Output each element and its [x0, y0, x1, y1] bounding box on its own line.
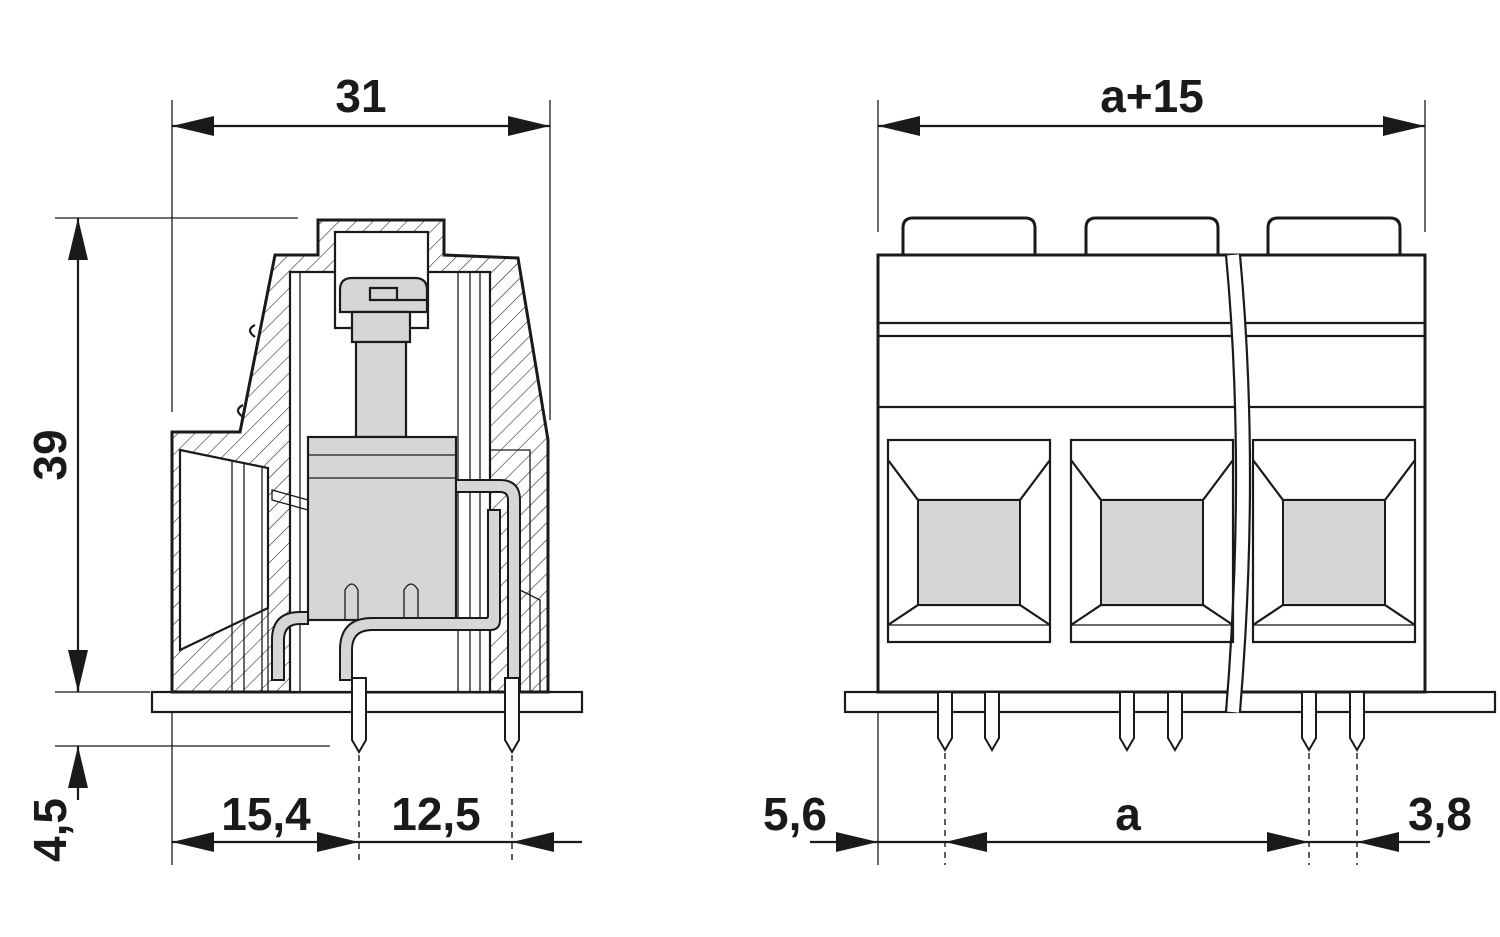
pin-front-3a	[1301, 691, 1317, 752]
dim-right-offset-front: 3,8	[1408, 788, 1472, 840]
dim-pin-length: 4,5	[24, 798, 76, 862]
dim-left-offset-front: 5,6	[763, 788, 827, 840]
dim-span-front: a	[1115, 788, 1141, 840]
solder-leg-left	[271, 611, 309, 681]
wire-entry-2	[1069, 438, 1235, 644]
dim-width-side: 31	[335, 70, 386, 122]
dim-height-side: 39	[24, 429, 76, 480]
pin-front-2b	[1167, 691, 1183, 752]
dim-width-front: a+15	[1100, 70, 1204, 122]
side-view: 31 39 4,5 15,4 12,5	[24, 70, 584, 865]
clamp-body	[306, 435, 458, 622]
dim-left-offset-side: 15,4	[221, 788, 311, 840]
dim-pitch-side: 12,5	[391, 788, 481, 840]
screw-cap-2	[1084, 216, 1220, 255]
screw-shank	[350, 310, 412, 344]
wire-entry-3	[1251, 438, 1417, 644]
screw-cap-3	[1266, 216, 1402, 255]
screw-cap-1	[901, 216, 1037, 255]
pin-front-1b	[984, 691, 1000, 752]
screw-head	[338, 276, 429, 314]
pin-side-right	[504, 677, 520, 754]
housing-front	[876, 253, 1427, 694]
break-line	[1225, 254, 1249, 713]
pin-side-left	[351, 677, 367, 754]
pin-front-2a	[1119, 691, 1135, 752]
pin-front-3b	[1349, 691, 1365, 752]
wire-entry-1	[886, 438, 1052, 644]
pin-front-1a	[937, 691, 953, 752]
front-view: a+15 5,6 a 3,8	[763, 70, 1497, 865]
